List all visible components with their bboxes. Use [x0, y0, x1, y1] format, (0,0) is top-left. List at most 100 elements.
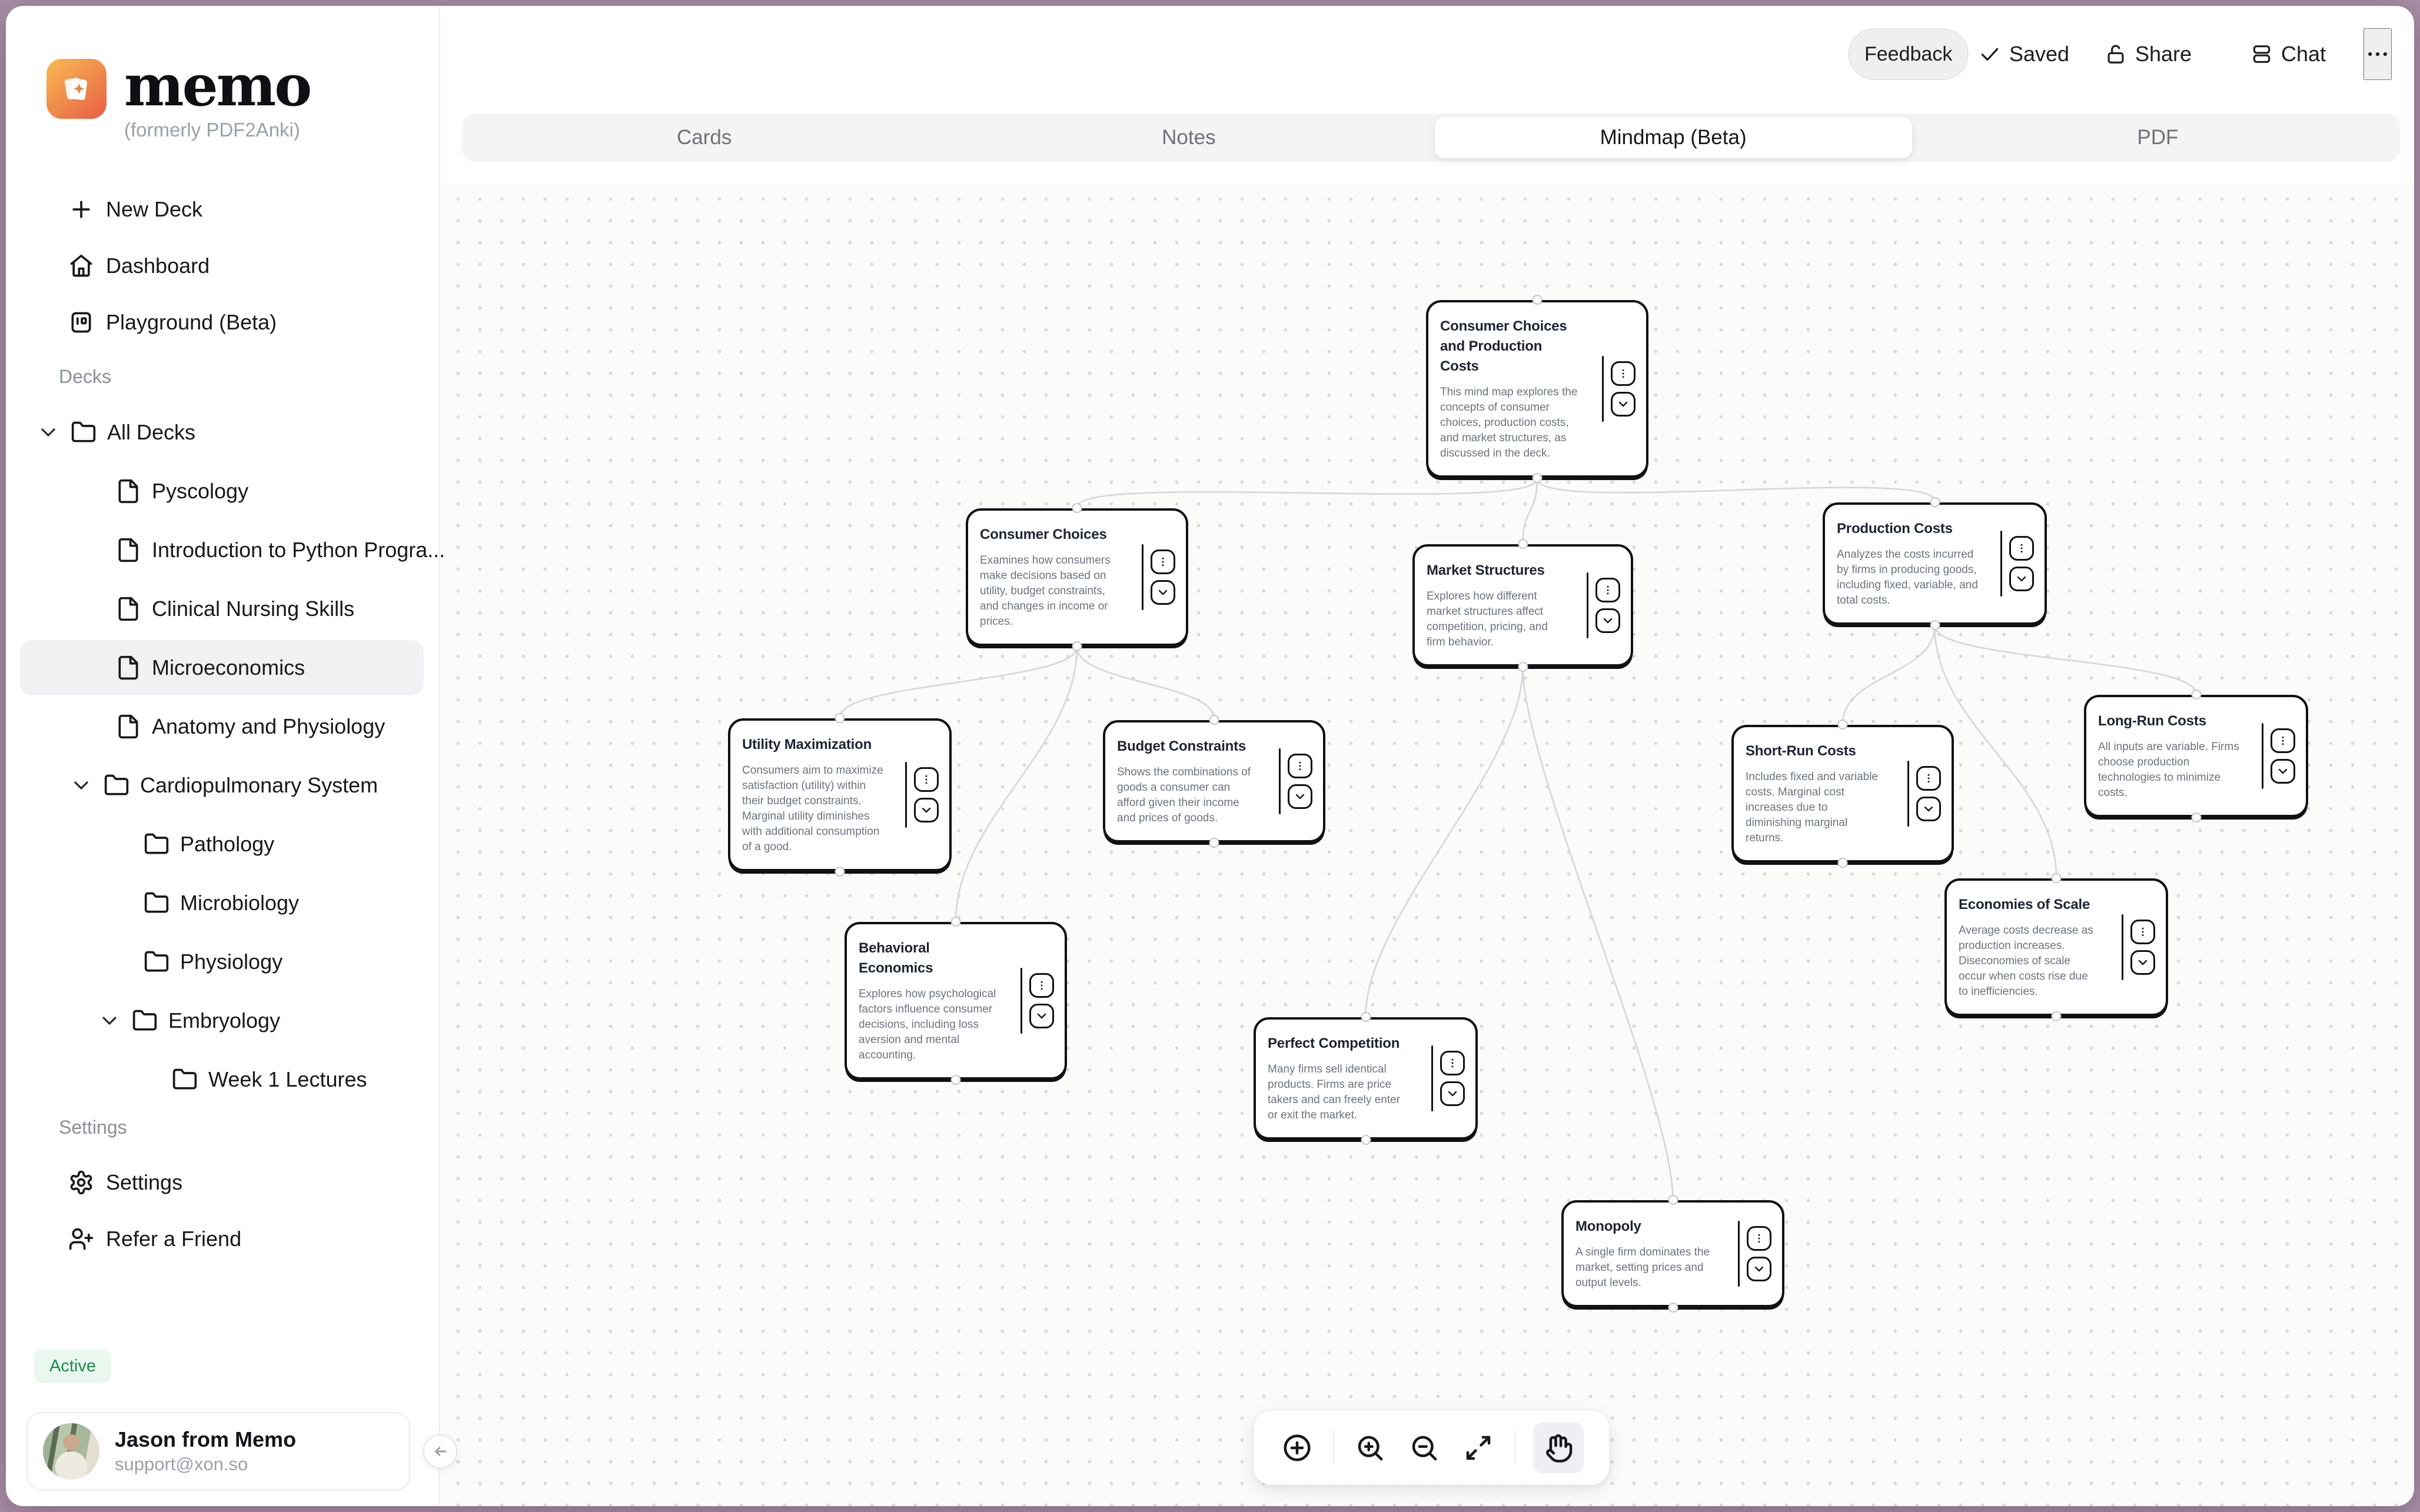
- sidebar-deck-anatomy-and-physiology[interactable]: Anatomy and Physiology: [6, 697, 440, 756]
- node-menu-button[interactable]: [2271, 728, 2295, 753]
- node-handle-bottom[interactable]: [1518, 662, 1528, 672]
- node-collapse-button[interactable]: [2271, 759, 2295, 784]
- node-menu-button[interactable]: [2009, 536, 2034, 561]
- node-menu-button[interactable]: [1747, 1226, 1771, 1251]
- node-collapse-button[interactable]: [914, 798, 939, 822]
- mindmap-node-production-costs[interactable]: Production Costs Analyzes the costs incu…: [1823, 497, 2047, 630]
- tab-notes[interactable]: Notes: [1162, 126, 1216, 149]
- node-handle-top[interactable]: [1072, 503, 1082, 513]
- node-handle-bottom[interactable]: [1930, 620, 1940, 630]
- node-handle-top[interactable]: [950, 917, 961, 927]
- node-handle-top[interactable]: [835, 713, 845, 723]
- node-handle-bottom[interactable]: [1361, 1135, 1371, 1145]
- node-handle-bottom[interactable]: [1072, 641, 1082, 651]
- sidebar-deck-cardiopulmonary-system[interactable]: Cardiopulmonary System: [6, 756, 440, 815]
- node-divider: [1142, 544, 1143, 610]
- sidebar-deck-introduction-to-python-progra[interactable]: Introduction to Python Progra...: [6, 521, 445, 580]
- node-menu-button[interactable]: [1440, 1051, 1465, 1075]
- chevron-down-icon[interactable]: [36, 421, 60, 444]
- mindmap-node-root[interactable]: Consumer Choices and Production Costs Th…: [1426, 295, 1648, 483]
- node-handle-bottom[interactable]: [950, 1075, 961, 1085]
- node-handle-bottom[interactable]: [835, 867, 845, 877]
- sidebar-deck-week-1-lectures[interactable]: Week 1 Lectures: [6, 1050, 440, 1109]
- share-button[interactable]: Share: [2105, 28, 2192, 80]
- node-menu-button[interactable]: [1151, 549, 1175, 574]
- node-menu-button[interactable]: [2130, 920, 2155, 944]
- tab-cards[interactable]: Cards: [676, 126, 732, 149]
- mindmap-node-market-structures[interactable]: Market Structures Explores how different…: [1412, 539, 1633, 672]
- node-controls: [1142, 544, 1175, 610]
- node-collapse-button[interactable]: [1747, 1257, 1771, 1281]
- node-menu-button[interactable]: [1595, 578, 1620, 602]
- mindmap-node-long-run-costs[interactable]: Long-Run Costs All inputs are variable. …: [2084, 690, 2308, 822]
- sidebar-item-settings[interactable]: Settings: [6, 1154, 440, 1211]
- mindmap-node-perfect-competition[interactable]: Perfect Competition Many firms sell iden…: [1254, 1012, 1478, 1145]
- node-collapse-button[interactable]: [1916, 797, 1941, 821]
- node-title: Short-Run Costs: [1746, 743, 1856, 759]
- collapse-sidebar-button[interactable]: [423, 1434, 457, 1468]
- sidebar-item-refer-a-friend[interactable]: Refer a Friend: [6, 1211, 440, 1267]
- sidebar-deck-embryology[interactable]: Embryology: [6, 991, 440, 1050]
- node-handle-bottom[interactable]: [1668, 1303, 1678, 1313]
- mindmap-node-budget-constraints[interactable]: Budget Constraints Shows the combination…: [1103, 715, 1325, 848]
- pan-tool-button[interactable]: [1533, 1423, 1584, 1473]
- node-handle-top[interactable]: [1837, 720, 1848, 730]
- node-collapse-button[interactable]: [1151, 580, 1175, 605]
- user-card[interactable]: Jason from Memo support@xon.so: [26, 1412, 410, 1491]
- chevron-down-icon[interactable]: [69, 774, 93, 797]
- sidebar-deck-all-decks[interactable]: All Decks: [6, 403, 440, 462]
- saved-button[interactable]: Saved: [1979, 28, 2069, 80]
- tab-pdf[interactable]: PDF: [2137, 126, 2179, 149]
- zoom-in-button[interactable]: [1352, 1430, 1388, 1466]
- mindmap-node-short-run-costs[interactable]: Short-Run Costs Includes fixed and varia…: [1731, 720, 1954, 868]
- mindmap-node-monopoly[interactable]: Monopoly A single firm dominates the mar…: [1561, 1195, 1784, 1313]
- node-handle-top[interactable]: [2051, 873, 2062, 883]
- mindmap-node-consumer-choices[interactable]: Consumer Choices Examines how consumers …: [966, 503, 1188, 651]
- node-handle-bottom[interactable]: [2191, 812, 2201, 822]
- sidebar-item-new-deck[interactable]: New Deck: [6, 181, 440, 238]
- node-handle-top[interactable]: [1668, 1195, 1678, 1205]
- node-menu-button[interactable]: [1916, 766, 1941, 791]
- node-collapse-button[interactable]: [1029, 1004, 1054, 1028]
- chevron-down-icon[interactable]: [98, 1009, 121, 1033]
- node-menu-button[interactable]: [1288, 754, 1312, 778]
- node-handle-bottom[interactable]: [2051, 1011, 2062, 1021]
- mindmap-node-behavioral-economics[interactable]: Behavioral Economics Explores how psycho…: [845, 917, 1067, 1085]
- node-collapse-button[interactable]: [1611, 392, 1636, 417]
- chat-button[interactable]: Chat: [2251, 28, 2326, 80]
- tab-mindmap-beta[interactable]: Mindmap (Beta): [1434, 117, 1912, 158]
- sidebar-deck-clinical-nursing-skills[interactable]: Clinical Nursing Skills: [6, 580, 440, 638]
- mindmap-node-economies-of-scale[interactable]: Economies of Scale Average costs decreas…: [1944, 873, 2168, 1021]
- node-handle-bottom[interactable]: [1532, 473, 1543, 483]
- node-handle-top[interactable]: [1361, 1012, 1371, 1022]
- sidebar-deck-pathology[interactable]: Pathology: [6, 815, 440, 874]
- node-handle-top[interactable]: [1930, 497, 1940, 507]
- node-handle-top[interactable]: [2191, 690, 2201, 700]
- zoom-out-button[interactable]: [1406, 1430, 1442, 1466]
- mindmap-node-utility-maximization[interactable]: Utility Maximization Consumers aim to ma…: [728, 713, 952, 877]
- feedback-button[interactable]: Feedback: [1848, 28, 1969, 80]
- node-collapse-button[interactable]: [1440, 1081, 1465, 1106]
- sidebar-deck-microbiology[interactable]: Microbiology: [6, 874, 440, 932]
- app-logo[interactable]: memo (formerly PDF2Anki): [46, 58, 312, 141]
- fit-view-button[interactable]: [1460, 1430, 1497, 1466]
- node-handle-top[interactable]: [1209, 715, 1219, 725]
- node-handle-bottom[interactable]: [1209, 838, 1219, 848]
- node-collapse-button[interactable]: [2009, 567, 2034, 591]
- node-collapse-button[interactable]: [2130, 950, 2155, 975]
- sidebar-deck-pyscology[interactable]: Pyscology: [6, 462, 440, 521]
- node-handle-top[interactable]: [1532, 295, 1543, 305]
- node-menu-button[interactable]: [914, 767, 939, 792]
- more-options-button[interactable]: [2364, 28, 2392, 80]
- node-handle-bottom[interactable]: [1837, 858, 1848, 868]
- node-menu-button[interactable]: [1029, 973, 1054, 998]
- sidebar-item-dashboard[interactable]: Dashboard: [6, 238, 440, 294]
- node-menu-button[interactable]: [1611, 361, 1636, 386]
- sidebar-deck-physiology[interactable]: Physiology: [6, 932, 440, 991]
- sidebar-deck-microeconomics[interactable]: Microeconomics: [6, 638, 440, 697]
- node-handle-top[interactable]: [1518, 539, 1528, 549]
- add-node-button[interactable]: [1279, 1430, 1315, 1466]
- node-collapse-button[interactable]: [1288, 784, 1312, 809]
- sidebar-item-playground-beta[interactable]: Playground (Beta): [6, 294, 440, 351]
- node-collapse-button[interactable]: [1595, 608, 1620, 633]
